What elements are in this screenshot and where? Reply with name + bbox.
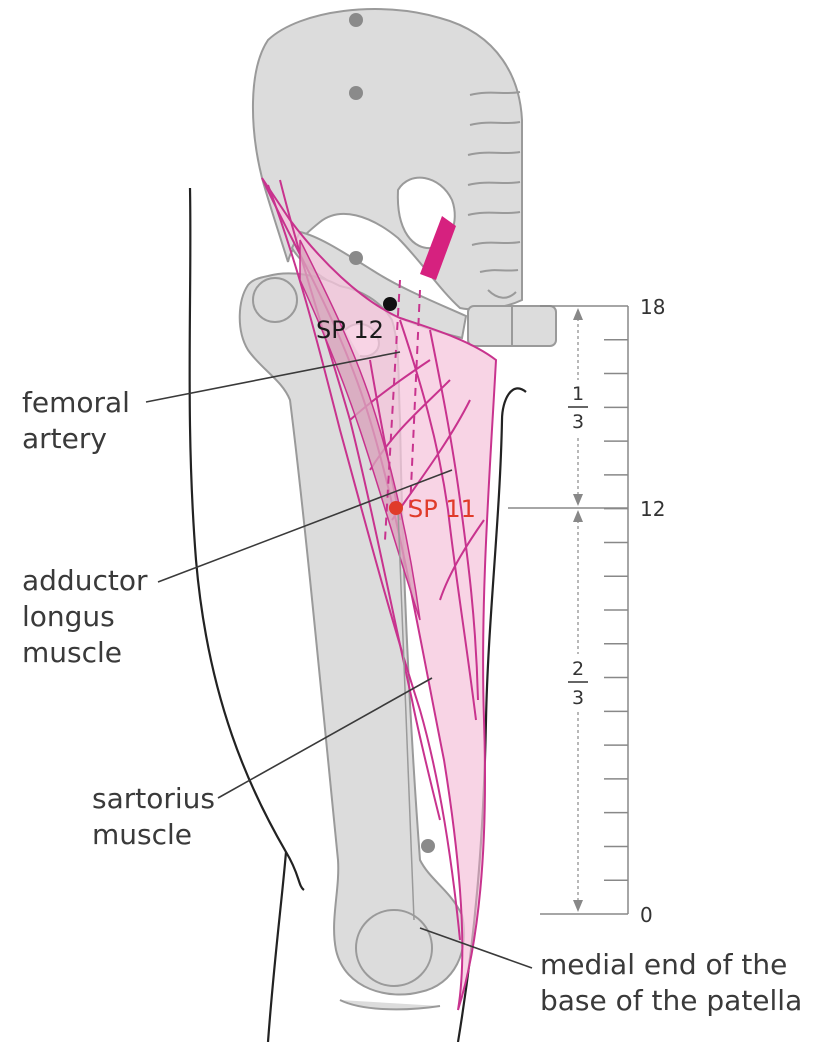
label-patella: medial end of the base of the patella	[540, 948, 802, 1017]
patella-line1: medial end of the	[540, 948, 787, 981]
sartorius-line2: muscle	[92, 818, 192, 851]
knee-patella	[339, 909, 441, 1011]
adductor-line3: muscle	[22, 636, 122, 669]
leader-lines	[145, 351, 533, 969]
patella-line2: base of the patella	[540, 984, 802, 1017]
proportional-scale: 1 3 2 3 18 12 0	[508, 295, 665, 927]
bone-landmark-dots	[349, 13, 435, 853]
pubic-symphysis	[467, 305, 557, 347]
sacrum-spine	[467, 91, 521, 299]
adductor-line2: longus	[22, 600, 115, 633]
sartorius-line1: sartorius	[92, 782, 215, 815]
femoral-artery-line2: artery	[22, 422, 107, 455]
label-femoral-artery: femoral artery	[22, 386, 130, 455]
sp12-label: SP 12	[316, 316, 384, 344]
pelvis-bone	[251, 8, 523, 340]
femoral-artery-line1: femoral	[22, 386, 130, 419]
label-sartorius: sartorius muscle	[92, 782, 215, 851]
scale-label-top: 18	[640, 295, 665, 319]
sp12-point	[383, 297, 397, 311]
lower-fraction-den: 3	[572, 687, 584, 709]
femur-axis-line	[397, 509, 415, 921]
femoral-artery-vessel	[420, 216, 456, 280]
sp11-point	[389, 501, 403, 515]
sp11-label: SP 11	[408, 495, 476, 523]
upper-fraction-den: 3	[572, 411, 584, 433]
lower-fraction-num: 2	[572, 658, 584, 680]
scale-label-bottom: 0	[640, 903, 653, 927]
upper-fraction-num: 1	[572, 383, 584, 405]
scale-ticks	[604, 339, 628, 881]
adductor-line1: adductor	[22, 564, 148, 597]
adductor-band	[299, 239, 421, 621]
femoral-vessel-dashed	[384, 279, 421, 541]
scale-label-mid: 12	[640, 497, 665, 521]
label-adductor-longus: adductor longus muscle	[22, 564, 148, 669]
